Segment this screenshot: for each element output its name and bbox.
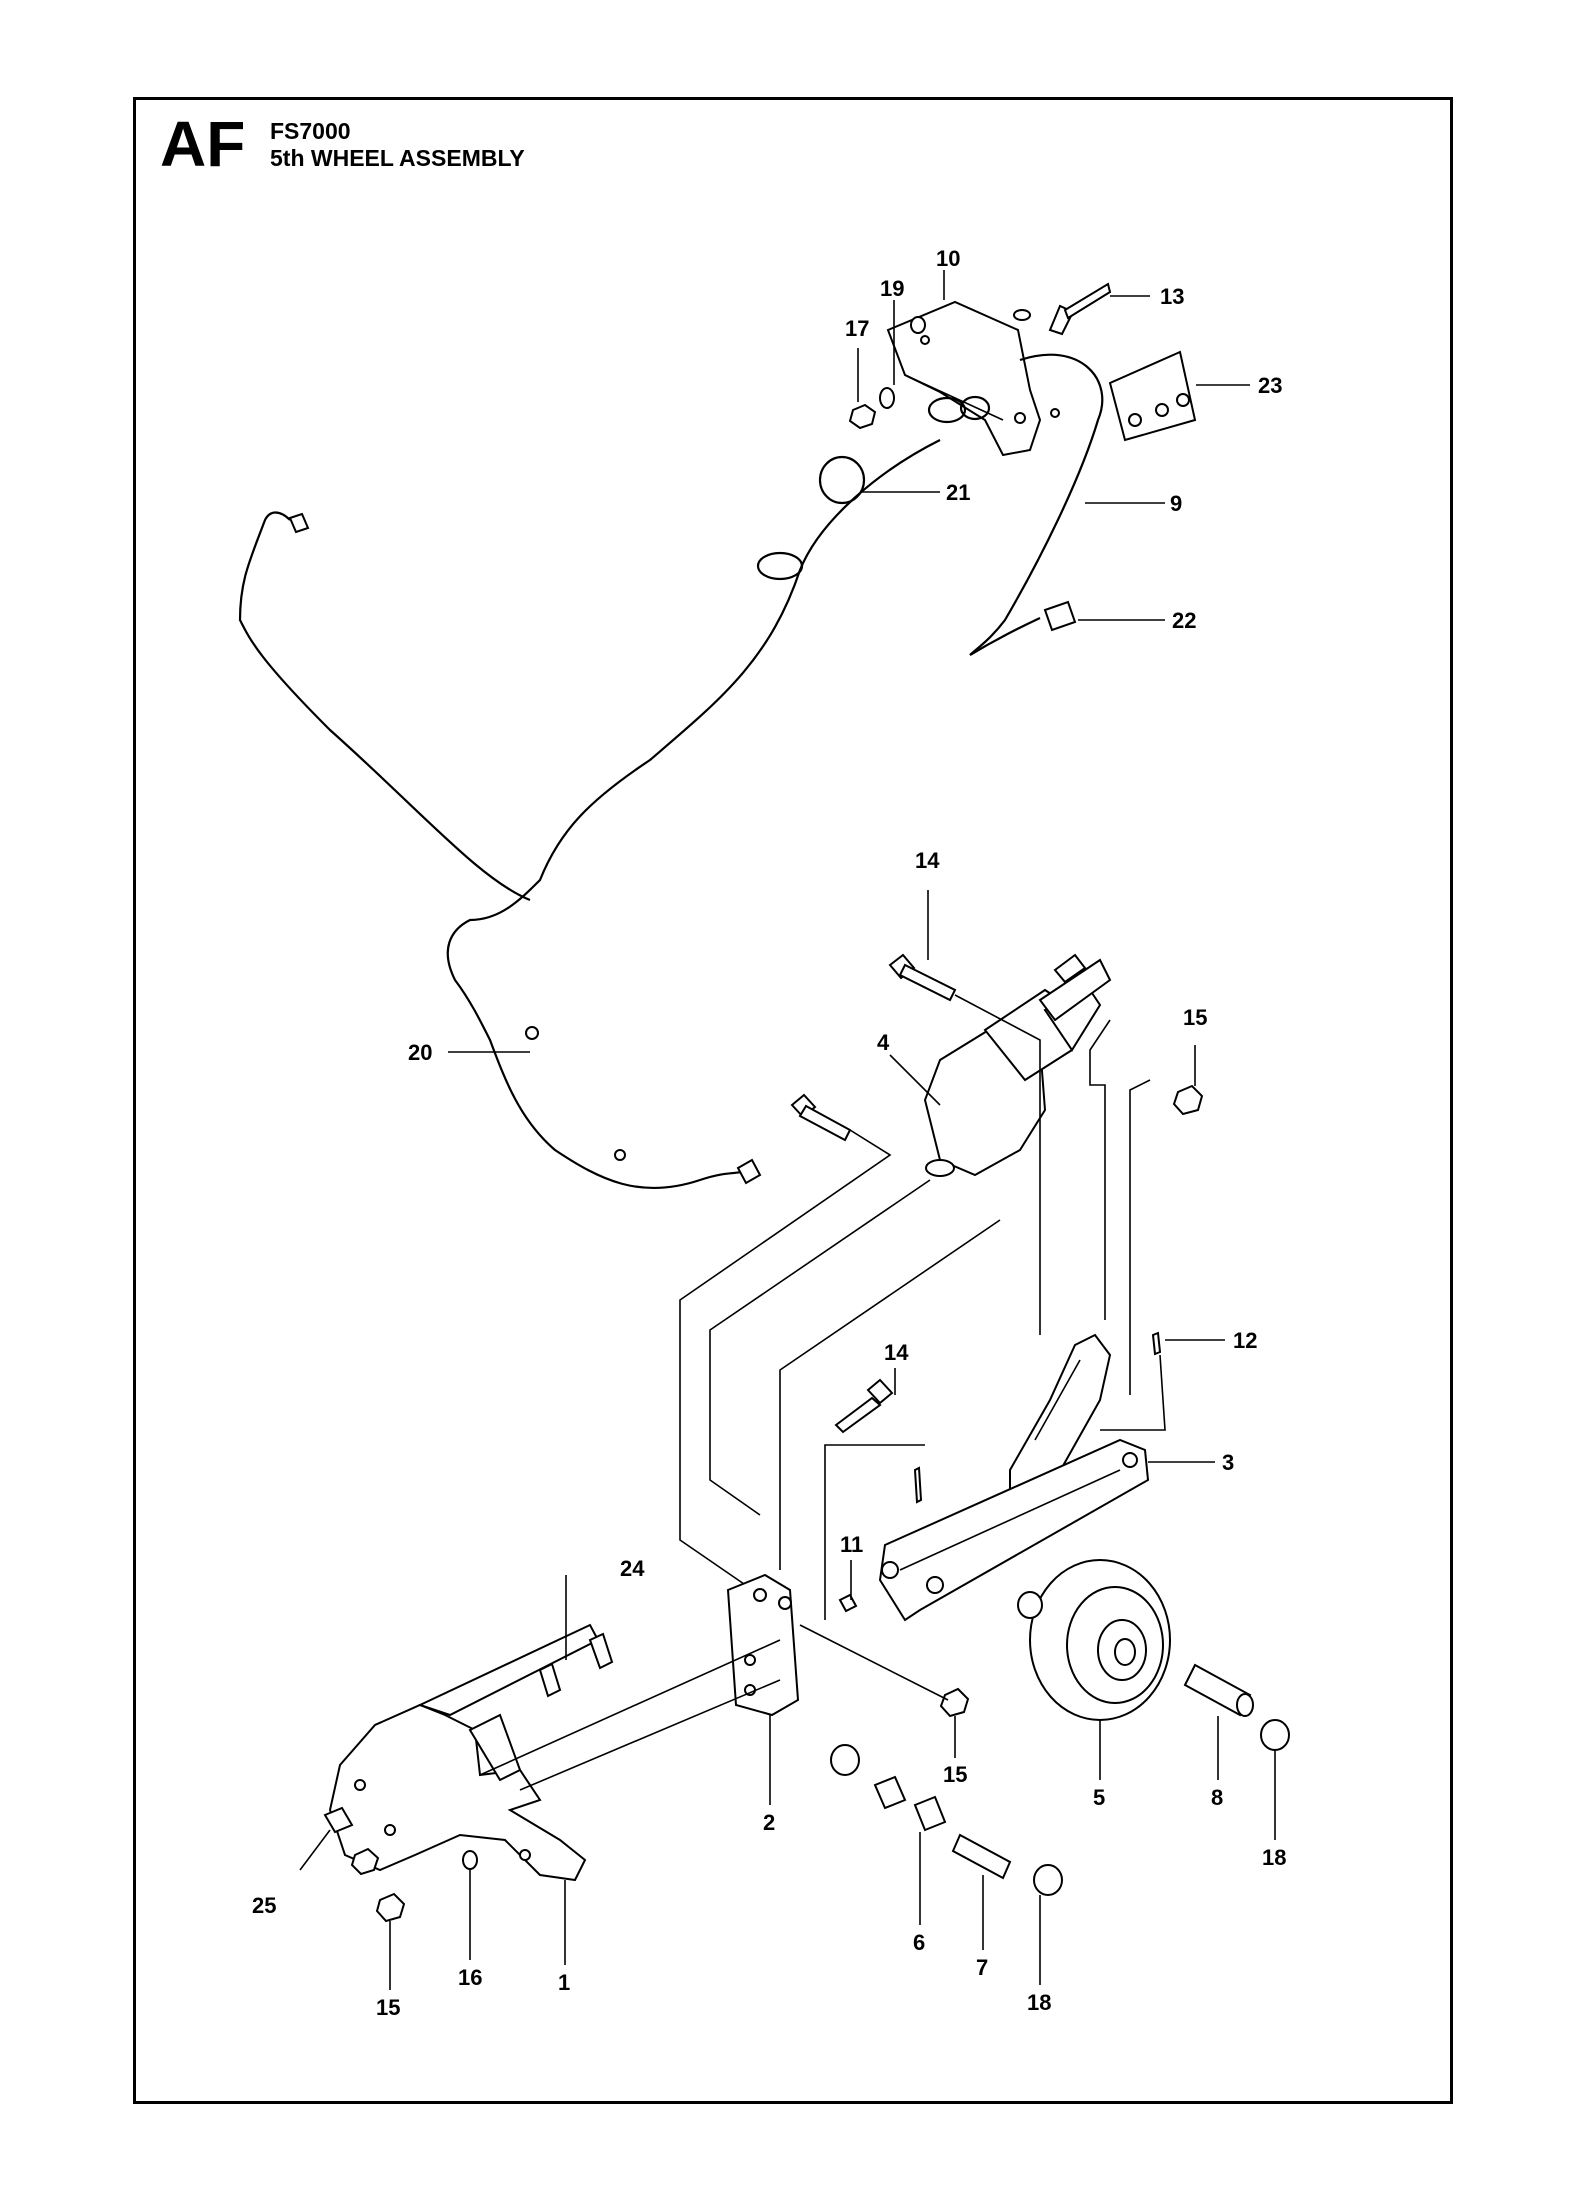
callout-15-upper: 15 — [1183, 1005, 1207, 1030]
callout-17: 16 — [458, 1965, 482, 1990]
callout-16: 17 — [845, 316, 869, 341]
callout-10: 10 — [936, 246, 960, 271]
callout-23: 23 — [1258, 373, 1282, 398]
nut-icon — [350, 1847, 380, 1876]
assembly-leader-lines — [799, 1624, 949, 1701]
nut-16 — [848, 403, 877, 430]
callout-21: 21 — [946, 480, 970, 505]
callout-numbers: 10 19 17 13 23 21 9 22 20 14 15 4 12 3 1… — [252, 246, 1286, 2020]
connector-22 — [1043, 600, 1077, 632]
cable-tie — [525, 1026, 539, 1040]
screw-11 — [838, 1593, 858, 1613]
callout-14-lower: 14 — [884, 1340, 909, 1365]
callout-15-mid: 15 — [943, 1762, 967, 1787]
callout-1: 1 — [558, 1970, 570, 1995]
section-code: AF — [160, 108, 246, 180]
cotter-pin — [913, 1466, 923, 1504]
cotter-pin-12 — [1151, 1331, 1162, 1356]
washer-icon — [1013, 309, 1031, 321]
washer-19 — [879, 387, 895, 409]
cable-tie — [614, 1149, 626, 1161]
pin-14-upper — [888, 953, 957, 1002]
callout-5: 5 — [1093, 1785, 1105, 1810]
bolt-25 — [323, 1806, 354, 1834]
spacer-6 — [913, 1795, 947, 1832]
callout-14-upper: 14 — [915, 848, 940, 873]
callout-6: 6 — [913, 1930, 925, 1955]
callout-13: 13 — [1160, 284, 1184, 309]
pin-7 — [951, 1833, 1012, 1880]
wheel-5 — [1029, 1559, 1171, 1721]
callout-2: 2 — [763, 1810, 775, 1835]
pin-left — [790, 1093, 852, 1142]
callout-12: 12 — [1233, 1328, 1257, 1353]
label-plate-23 — [1108, 350, 1197, 442]
callout-11: 11 — [840, 1532, 863, 1557]
axle-8 — [1183, 1663, 1254, 1717]
cable-loop — [756, 551, 804, 581]
spacer-icon — [873, 1775, 907, 1810]
mount-bracket-2 — [726, 1573, 800, 1717]
washer-18-lower — [1033, 1864, 1063, 1896]
callout-18-lower: 18 — [1027, 1990, 1051, 2015]
callout-20: 20 — [408, 1040, 432, 1065]
pin-14-lower — [834, 1378, 894, 1434]
callout-15-lower: 15 — [376, 1995, 400, 2020]
connector-plug — [736, 1158, 762, 1185]
callout-leaders — [299, 270, 1276, 1990]
washer-icon — [830, 1744, 860, 1776]
callout-24: 24 — [620, 1556, 645, 1581]
harness-9 — [969, 353, 1104, 656]
callout-9: 9 — [1170, 491, 1182, 516]
model-name: FS7000 — [270, 118, 351, 144]
callout-19: 19 — [880, 276, 904, 301]
callout-8: 8 — [1211, 1785, 1223, 1810]
washer-17 — [462, 1850, 478, 1870]
diagram-frame — [133, 97, 1453, 2104]
ring-terminal — [288, 512, 310, 534]
assembly-leader-lines — [679, 994, 1166, 1620]
nut-15-lower-left — [375, 1892, 406, 1923]
bolt-24a — [538, 1662, 562, 1698]
wire-harness-20-branch — [238, 511, 531, 902]
washer-icon — [910, 316, 926, 334]
callout-25: 25 — [252, 1893, 276, 1918]
washer-icon — [1017, 1591, 1043, 1619]
wire-harness-20 — [446, 439, 941, 1190]
bolt-24b — [588, 1632, 614, 1670]
nut-15-upper — [1172, 1084, 1204, 1116]
callout-18-right: 18 — [1262, 1845, 1286, 1870]
bolt-13 — [1048, 282, 1112, 336]
callout-7: 7 — [976, 1955, 988, 1980]
harness-9-lead — [969, 617, 1041, 656]
assembly-title: 5th WHEEL ASSEMBLY — [270, 145, 525, 171]
base-mount-1 — [328, 1623, 781, 1882]
nut-15-mid — [939, 1687, 970, 1718]
callout-3: 3 — [1222, 1450, 1234, 1475]
swing-arm-3 — [878, 1438, 1150, 1622]
callout-22: 22 — [1172, 608, 1196, 633]
washer-18-right — [1260, 1719, 1290, 1751]
cable-loop-21 — [818, 395, 991, 505]
callout-4: 4 — [877, 1030, 890, 1055]
